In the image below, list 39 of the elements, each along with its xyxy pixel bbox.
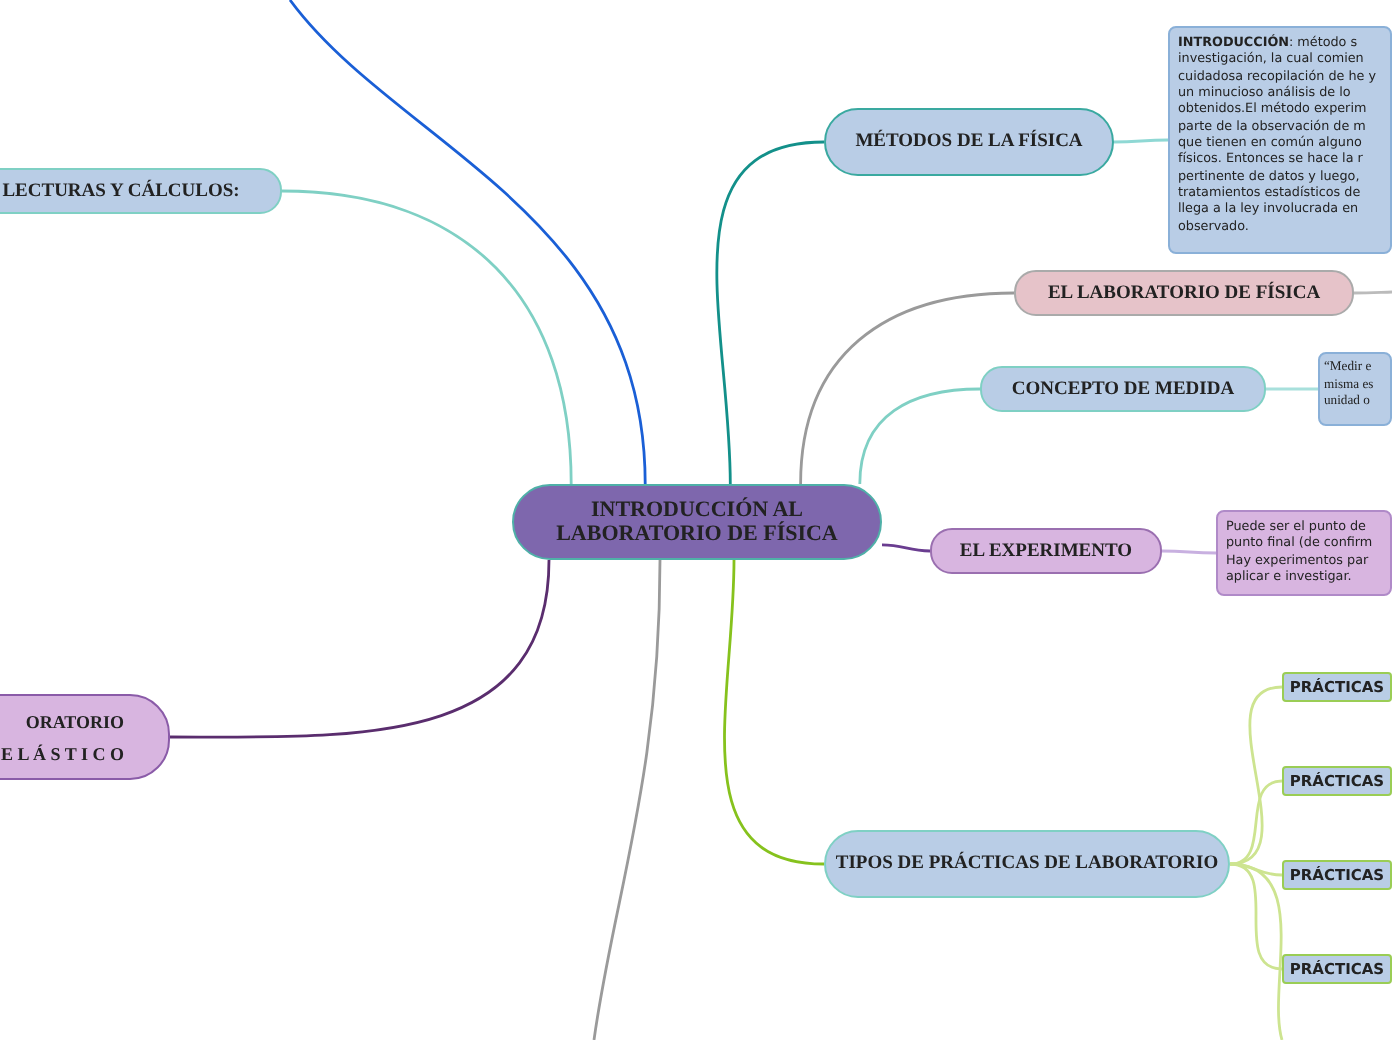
node-label: MÉTODOS DE LA FÍSICA bbox=[855, 132, 1083, 152]
node-label: TIPOS DE PRÁCTICAS DE LABORATORIO bbox=[835, 854, 1219, 874]
connector-line bbox=[1114, 138, 1168, 144]
connector-line bbox=[1229, 685, 1283, 866]
connector-line bbox=[858, 387, 981, 485]
connector-line bbox=[1229, 862, 1284, 1040]
topic-node bbox=[1014, 270, 1354, 316]
node-label: CONCEPTO DE MEDIDA bbox=[1011, 379, 1235, 399]
subtopic-box bbox=[1282, 860, 1392, 890]
topic-node bbox=[930, 528, 1162, 574]
note-box bbox=[1318, 352, 1392, 426]
topic-node bbox=[824, 108, 1114, 176]
node-label: ORATORIO bbox=[25, 711, 126, 731]
connector-line bbox=[1266, 387, 1318, 391]
connector-line bbox=[281, 189, 573, 485]
node-label: LECTURAS Y CÁLCULOS: bbox=[2, 181, 240, 201]
connector-line bbox=[881, 543, 931, 553]
connector-line bbox=[1229, 779, 1283, 866]
node-label: INTRODUCCIÓN AL LABORATORIO DE FÍSICA bbox=[554, 498, 840, 546]
connector-line bbox=[799, 291, 1015, 485]
connector-line bbox=[170, 559, 551, 739]
node-label: EL LABORATORIO DE FÍSICA bbox=[1047, 283, 1321, 303]
node-label: EL EXPERIMENTO bbox=[959, 541, 1133, 561]
topic-node bbox=[980, 366, 1266, 412]
topic-node bbox=[512, 484, 882, 560]
node-label: E L Á S T I C O bbox=[1, 743, 126, 763]
connector-line bbox=[715, 140, 825, 485]
topic-node bbox=[0, 168, 282, 214]
subtopic-box bbox=[1282, 766, 1392, 796]
connector-line bbox=[1162, 549, 1216, 555]
note-box bbox=[1216, 510, 1392, 596]
subtopic-box bbox=[1282, 672, 1392, 702]
connector-line bbox=[723, 559, 825, 866]
subtopic-box bbox=[1282, 954, 1392, 984]
connector-line bbox=[592, 559, 662, 1040]
connector-line bbox=[288, 0, 647, 485]
connector-line bbox=[1354, 290, 1392, 295]
topic-node bbox=[824, 830, 1230, 898]
note-box bbox=[1168, 26, 1392, 254]
